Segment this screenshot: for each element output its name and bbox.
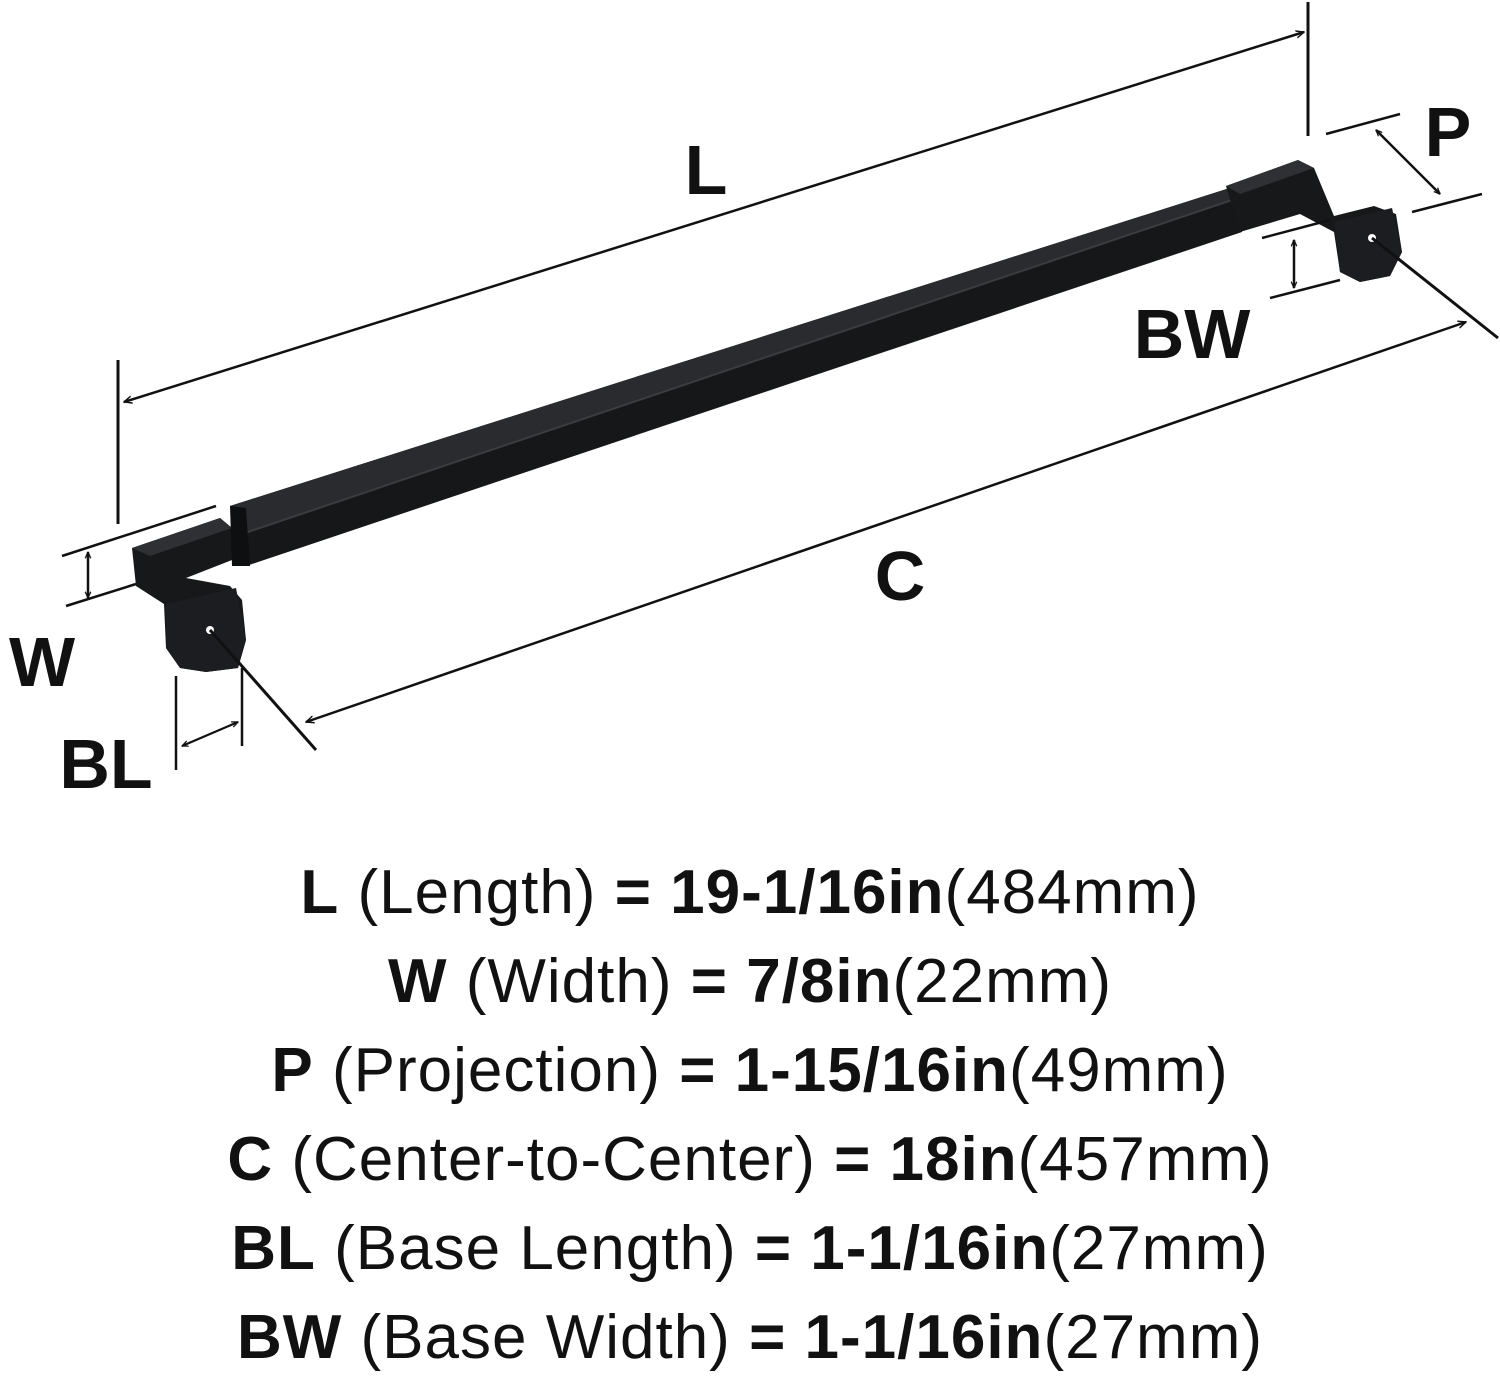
spec-row-projection: P (Projection) = 1-15/16in(49mm) <box>0 1026 1500 1115</box>
spec-metric: (484mm) <box>944 858 1200 927</box>
handle-bar-edge <box>241 197 1239 535</box>
spec-equals: = <box>679 1036 717 1105</box>
label-c: C <box>875 537 926 615</box>
spec-key: W <box>387 947 448 1016</box>
spec-key: L <box>300 858 340 927</box>
spec-name: (Width) <box>465 947 673 1016</box>
handle-bar-top <box>230 186 1238 534</box>
w-extension-bottom <box>65 582 137 608</box>
dimension-w <box>61 504 217 608</box>
left-post-top-face <box>132 518 232 556</box>
spec-metric: (457mm) <box>1017 1125 1273 1194</box>
spec-key: BW <box>236 1303 343 1372</box>
spec-row-base-length: BL (Base Length) = 1-1/16in(27mm) <box>0 1204 1500 1293</box>
spec-metric: (22mm) <box>892 947 1113 1016</box>
spec-name: (Center-to-Center) <box>291 1125 816 1194</box>
spec-equals: = <box>754 1214 793 1283</box>
spec-equals: = <box>614 858 652 927</box>
spec-row-center-to-center: C (Center-to-Center) = 18in(457mm) <box>0 1115 1500 1204</box>
spec-name: (Projection) <box>331 1036 661 1105</box>
c-dimension-arrow <box>306 322 1466 722</box>
spec-name: (Base Length) <box>334 1214 737 1283</box>
l-dimension-arrow <box>124 32 1304 402</box>
spec-equals: = <box>690 947 728 1016</box>
spec-key: BL <box>231 1214 316 1283</box>
spec-value: 18in <box>889 1125 1018 1194</box>
bw-extension-bottom <box>1269 278 1341 300</box>
right-base-face <box>1334 208 1402 282</box>
dimension-c <box>208 236 1499 751</box>
spec-value: 19-1/16in <box>670 858 945 927</box>
label-w: W <box>9 623 75 701</box>
c-extension-right <box>1371 236 1499 340</box>
spec-metric: (27mm) <box>1043 1303 1263 1372</box>
dimension-specs-list: L (Length) = 19-1/16in(484mm) W (Width) … <box>0 848 1500 1382</box>
label-bw: BW <box>1134 295 1251 373</box>
spec-equals: = <box>834 1125 872 1194</box>
label-bl: BL <box>59 725 152 803</box>
handle-dimension-diagram: L C W BL BW P <box>9 2 1499 803</box>
c-extension-left <box>208 629 318 751</box>
spec-metric: (49mm) <box>1009 1036 1229 1105</box>
dimension-bl <box>174 668 244 770</box>
p-extension-bottom <box>1411 192 1483 214</box>
handle-bar-end-cap <box>230 506 250 566</box>
bl-dimension-arrow <box>182 720 238 748</box>
spec-value: 1-1/16in <box>804 1303 1044 1372</box>
spec-name: (Base Width) <box>360 1303 731 1372</box>
spec-row-width: W (Width) = 7/8in(22mm) <box>0 937 1500 1026</box>
w-extension-top <box>61 504 217 558</box>
spec-equals: = <box>749 1303 787 1372</box>
spec-value: 7/8in <box>746 947 893 1016</box>
bw-extension-top <box>1261 218 1331 240</box>
spec-metric: (27mm) <box>1049 1214 1269 1283</box>
dimension-p <box>1325 112 1483 214</box>
spec-key: P <box>271 1036 314 1105</box>
cabinet-pull-handle <box>132 160 1402 672</box>
dimension-bw <box>1261 218 1341 300</box>
label-p: P <box>1425 93 1472 171</box>
spec-row-length: L (Length) = 19-1/16in(484mm) <box>0 848 1500 937</box>
spec-value: 1-15/16in <box>734 1036 1010 1105</box>
p-dimension-arrow <box>1376 130 1440 194</box>
p-extension-top <box>1325 112 1401 136</box>
spec-row-base-width: BW (Base Width) = 1-1/16in(27mm) <box>0 1293 1500 1382</box>
label-l: L <box>685 131 728 209</box>
spec-key: C <box>227 1125 274 1194</box>
spec-name: (Length) <box>357 858 597 927</box>
spec-value: 1-1/16in <box>810 1214 1050 1283</box>
